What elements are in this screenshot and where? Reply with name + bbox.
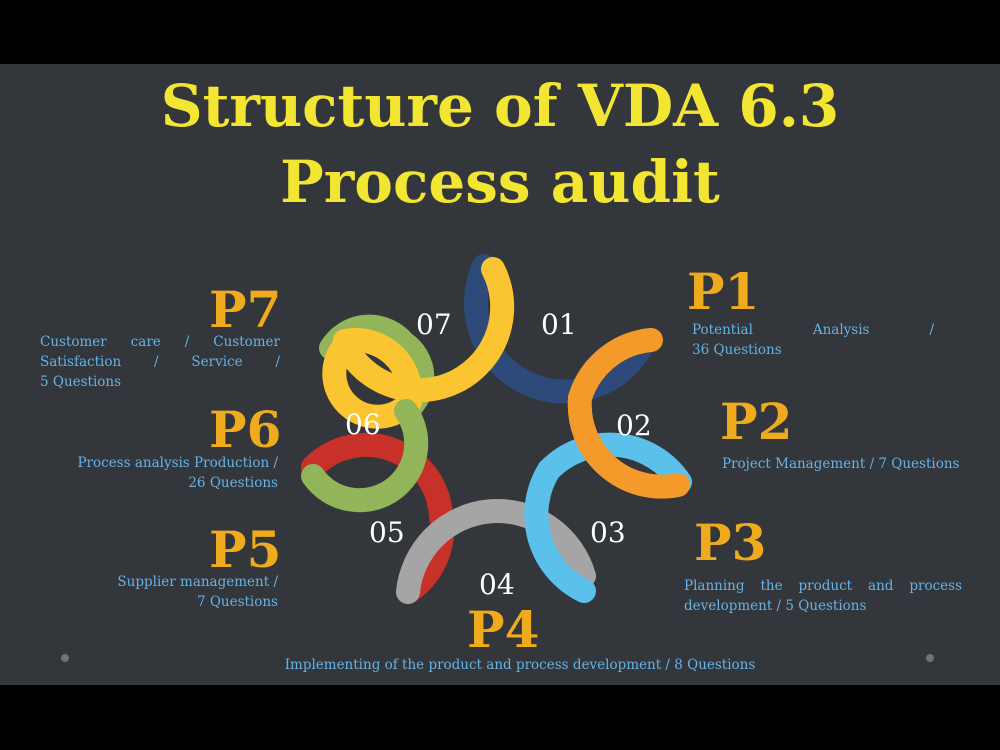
desc-p3-line-1: Planning the product and process xyxy=(684,578,962,594)
desc-p3-line-2: development / 5 Questions xyxy=(684,598,867,614)
arc-p1 xyxy=(463,254,657,404)
arc-p4 xyxy=(396,499,596,604)
number-07: 07 xyxy=(416,308,452,341)
code-p1: P1 xyxy=(687,262,760,321)
desc-p5-line-1: Supplier management / xyxy=(117,574,278,590)
desc-p1-line-2: 36 Questions xyxy=(692,342,782,358)
number-01: 01 xyxy=(541,308,577,341)
desc-p7: Customer care / Customer Satisfaction / … xyxy=(40,332,280,392)
code-p4: P4 xyxy=(467,600,540,659)
desc-p6-line-1: Process analysis Production / xyxy=(77,455,278,471)
number-06: 06 xyxy=(345,408,381,441)
process-cycle-diagram xyxy=(301,254,692,604)
arc-p5 xyxy=(301,432,455,604)
code-p6: P6 xyxy=(209,400,282,459)
desc-p4: Implementing of the product and process … xyxy=(240,655,800,675)
code-p5: P5 xyxy=(209,520,282,579)
title-line-2: Process audit xyxy=(280,148,720,216)
desc-p2: Project Management / 7 Questions xyxy=(722,454,982,474)
slide: Structure of VDA 6.3 Process audit 07 01… xyxy=(0,64,1000,685)
code-p3: P3 xyxy=(694,513,767,572)
number-04: 04 xyxy=(479,568,515,601)
number-02: 02 xyxy=(616,409,652,442)
desc-p1: Potential Analysis / 36 Questions xyxy=(692,320,934,360)
desc-p3: Planning the product and process develop… xyxy=(684,576,962,616)
number-05: 05 xyxy=(369,516,405,549)
slide-dot-right xyxy=(926,654,934,662)
code-p7: P7 xyxy=(209,280,282,339)
arc-p2 xyxy=(567,328,690,499)
desc-p6-line-2: 26 Questions xyxy=(188,475,278,491)
number-03: 03 xyxy=(590,516,626,549)
desc-p5: Supplier management / 7 Questions xyxy=(60,572,278,612)
arc-p3 xyxy=(524,432,692,603)
code-p2: P2 xyxy=(720,392,793,451)
arc-p6-tail xyxy=(301,399,429,513)
desc-p2-line-1: Project Management / 7 Questions xyxy=(722,456,960,472)
desc-p5-line-2: 7 Questions xyxy=(196,594,278,610)
desc-p7-line-1: Customer care / Customer xyxy=(40,334,280,350)
title-line-1: Structure of VDA 6.3 xyxy=(160,72,840,140)
desc-p7-line-3: 5 Questions xyxy=(40,374,122,390)
desc-p1-line-1: Potential Analysis / xyxy=(692,322,934,338)
desc-p4-line-1: Implementing of the product and process … xyxy=(284,657,756,673)
desc-p6: Process analysis Production / 26 Questio… xyxy=(40,453,278,493)
desc-p7-line-2: Satisfaction / Service / xyxy=(40,354,280,370)
slide-dot-left xyxy=(61,654,69,662)
